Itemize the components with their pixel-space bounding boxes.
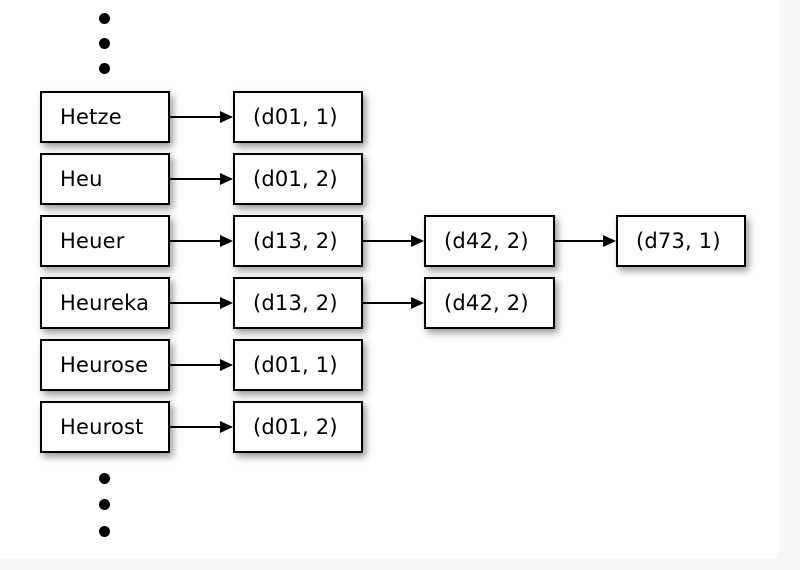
term-label: Heu <box>60 167 103 191</box>
posting-label: (d13, 2) <box>253 291 338 315</box>
posting-node-c2-r6[interactable]: (d01, 2) <box>233 401 363 453</box>
posting-label: (d13, 2) <box>253 229 338 253</box>
ellipsis-bottom-dot-3 <box>99 526 110 537</box>
posting-label: (d01, 2) <box>253 167 338 191</box>
ellipsis-top-dot-3 <box>99 63 110 74</box>
posting-node-c4-r1[interactable]: (d73, 1) <box>616 215 746 267</box>
term-node-heu[interactable]: Heu <box>40 153 170 205</box>
posting-label: (d42, 2) <box>444 291 529 315</box>
posting-node-c2-r1[interactable]: (d01, 1) <box>233 91 363 143</box>
posting-node-c2-r3[interactable]: (d13, 2) <box>233 215 363 267</box>
term-label: Heureka <box>60 291 150 315</box>
posting-node-c2-r2[interactable]: (d01, 2) <box>233 153 363 205</box>
posting-label: (d42, 2) <box>444 229 529 253</box>
term-label: Heurose <box>60 353 149 377</box>
ellipsis-bottom-dot-2 <box>99 499 110 510</box>
term-node-heuer[interactable]: Heuer <box>40 215 170 267</box>
ellipsis-top-dot-1 <box>99 13 110 24</box>
term-node-hetze[interactable]: Hetze <box>40 91 170 143</box>
posting-node-c3-r2[interactable]: (d42, 2) <box>424 277 555 329</box>
term-label: Heurost <box>60 415 144 439</box>
term-node-heurose[interactable]: Heurose <box>40 339 170 391</box>
posting-label: (d01, 1) <box>253 353 338 377</box>
posting-label: (d73, 1) <box>636 229 721 253</box>
term-label: Heuer <box>60 229 125 253</box>
posting-node-c3-r1[interactable]: (d42, 2) <box>424 215 555 267</box>
ellipsis-top-dot-2 <box>99 38 110 49</box>
term-node-heureka[interactable]: Heureka <box>40 277 170 329</box>
ellipsis-bottom-dot-1 <box>99 473 110 484</box>
posting-label: (d01, 2) <box>253 415 338 439</box>
term-node-heurost[interactable]: Heurost <box>40 401 170 453</box>
posting-node-c2-r4[interactable]: (d13, 2) <box>233 277 363 329</box>
term-label: Hetze <box>60 105 122 129</box>
posting-node-c2-r5[interactable]: (d01, 1) <box>233 339 363 391</box>
posting-label: (d01, 1) <box>253 105 338 129</box>
